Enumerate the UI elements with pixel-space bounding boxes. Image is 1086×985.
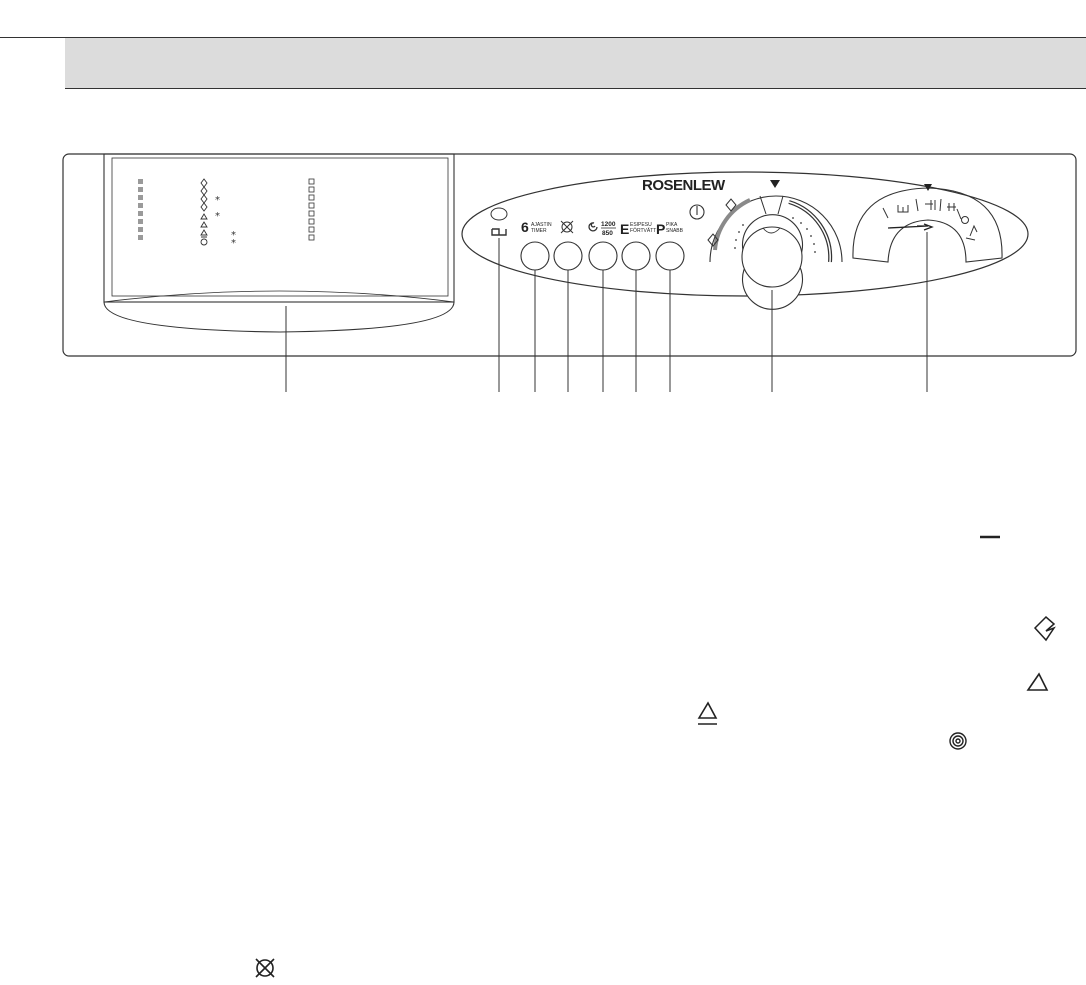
quick-letter: P	[656, 221, 665, 237]
led	[138, 203, 143, 208]
cotton-icon	[725, 198, 737, 212]
synthetic-icon	[1026, 672, 1049, 691]
timer-button[interactable]	[520, 241, 550, 271]
cotton-icon	[1033, 615, 1056, 642]
quick-label-1: PIKA	[666, 222, 678, 228]
timer-label-2: TIMER	[531, 228, 547, 234]
wool-icon	[200, 238, 208, 246]
delicate-icon	[697, 701, 718, 725]
wash-icon	[897, 205, 909, 213]
drain-icon	[969, 224, 978, 237]
program-dial[interactable]	[709, 180, 843, 310]
spin-speed-button[interactable]	[588, 241, 618, 271]
delicate-icon	[200, 229, 208, 238]
prewash-label-1: ESIPESU	[630, 222, 652, 228]
svg-text:*: *	[215, 211, 220, 222]
door-icon	[491, 228, 507, 236]
spin-850: 850	[602, 230, 613, 237]
timer-label-1: AJASTIN	[531, 222, 552, 228]
svg-text:*: *	[215, 195, 220, 206]
cotton-icon	[200, 194, 208, 204]
brand-logo: ROSENLEW	[642, 177, 726, 194]
drawer-checkboxes	[308, 178, 315, 241]
led	[138, 235, 143, 240]
synthetic-icon	[200, 221, 208, 228]
drawer-program-symbols	[200, 178, 208, 246]
led	[138, 227, 143, 232]
header-bar	[65, 37, 1086, 89]
rinse-hold-icon	[947, 203, 956, 211]
no-spin-icon	[560, 220, 574, 234]
program-leds	[138, 179, 143, 240]
detergent-drawer[interactable]	[103, 153, 455, 333]
prewash-letter: E	[620, 221, 629, 237]
synthetic-icon	[200, 213, 208, 220]
quick-label-2: SNABB	[666, 228, 684, 234]
function-dial[interactable]	[852, 184, 1003, 263]
led	[138, 187, 143, 192]
svg-text:*: *	[231, 238, 236, 249]
spin-1200: 1200	[601, 221, 616, 228]
rinse-icon	[925, 200, 936, 210]
cotton-icon	[707, 233, 719, 247]
cotton-icon	[200, 186, 208, 196]
spin-icon	[961, 216, 969, 224]
no-spin-icon	[255, 958, 275, 978]
led	[138, 211, 143, 216]
control-ellipse	[461, 171, 1029, 297]
callout-lines	[285, 232, 928, 392]
wool-icon	[949, 732, 967, 750]
panel-outline	[62, 153, 1077, 357]
prewash-button[interactable]	[621, 241, 651, 271]
timer-digit: 6	[521, 219, 529, 235]
spin-icon	[588, 222, 598, 232]
no-spin-button[interactable]	[553, 241, 583, 271]
power-icon	[689, 204, 705, 220]
led	[138, 179, 143, 184]
svg-text:*: *	[231, 230, 236, 241]
quick-button[interactable]	[655, 241, 685, 271]
program-knob[interactable]	[741, 226, 803, 288]
led	[138, 219, 143, 224]
prewash-label-2: FÖRTVÄTT	[630, 227, 656, 234]
cotton-icon	[200, 178, 208, 188]
door-lamp	[490, 207, 508, 221]
drawer-asterisks: * * * *	[215, 195, 236, 249]
cotton-icon	[200, 202, 208, 212]
led	[138, 195, 143, 200]
